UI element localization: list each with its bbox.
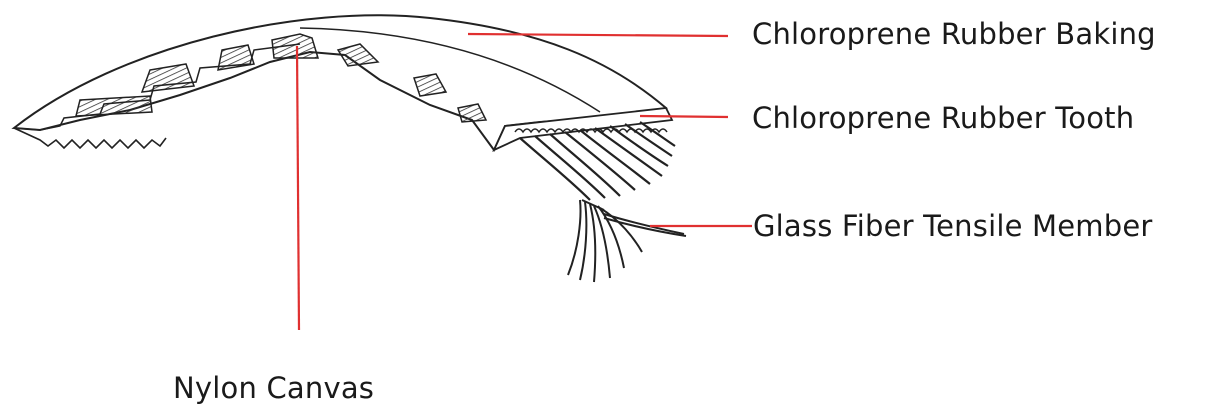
leader-line-tooth <box>640 116 728 117</box>
label-nylon-canvas: Nylon Canvas <box>173 374 374 403</box>
belt-serrated-edge <box>14 128 166 148</box>
label-chloroprene-rubber-backing: Chloroprene Rubber Baking <box>752 20 1156 49</box>
unraveled-fiber-strand <box>568 200 686 282</box>
leader-line-canvas <box>297 46 299 330</box>
label-chloroprene-rubber-tooth: Chloroprene Rubber Tooth <box>752 104 1134 133</box>
label-glass-fiber-tensile-member: Glass Fiber Tensile Member <box>753 212 1153 241</box>
